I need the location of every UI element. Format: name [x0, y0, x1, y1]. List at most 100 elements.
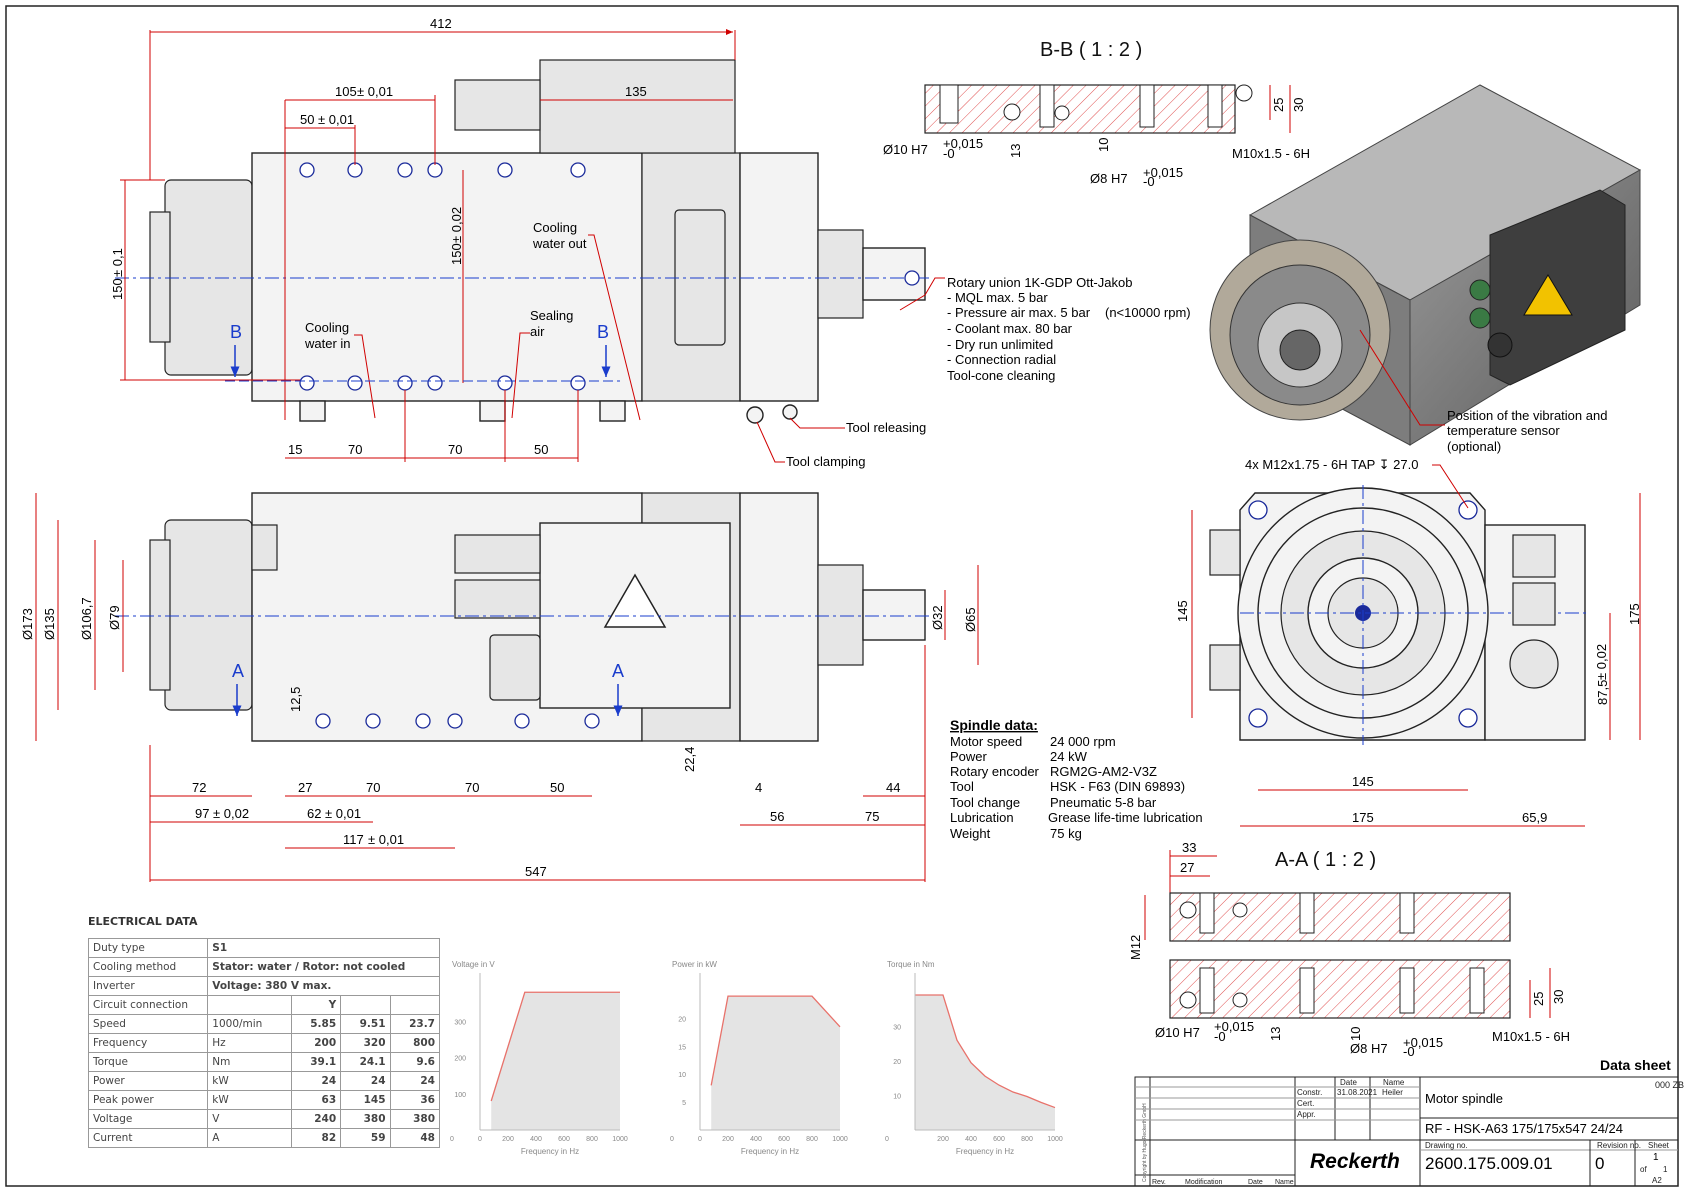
spindle-3d-render — [1209, 84, 1642, 446]
note-tool-releasing: Tool releasing — [846, 420, 926, 435]
table-cell: S1 — [207, 938, 440, 958]
bb-tol-minus: -0 — [943, 146, 955, 161]
front-d145h: 145 — [1352, 774, 1374, 789]
spindle-value-5: Grease life-time lubrication — [1048, 810, 1203, 825]
chart-x-tick: 200 — [502, 1136, 514, 1143]
section-bb: B-B ( 1 : 2 ) 25 30 Ø10 H7 +0,015 -0 13 … — [883, 39, 1310, 189]
chart-x-tick: 800 — [806, 1136, 818, 1143]
rotary-line-3: (n<10000 rpm) — [1105, 305, 1191, 320]
table-cell: Power — [87, 1071, 209, 1091]
tb-rev: Rev. — [1152, 1179, 1166, 1186]
spindle-label-2: Rotary encoder — [950, 764, 1040, 779]
table-cell — [340, 995, 391, 1015]
chart-x-tick: 1000 — [1047, 1136, 1063, 1143]
chart-y-tick: 300 — [454, 1019, 466, 1026]
chart-x-tick: 800 — [1021, 1136, 1033, 1143]
tb-copyright: Copyright by Hugo Reckerth GmbH — [1142, 1103, 1148, 1182]
table-cell: V — [207, 1109, 292, 1129]
bb-d25: 25 — [1271, 98, 1286, 112]
table-cell: 39.1 — [290, 1052, 342, 1072]
table-cell: 24.1 — [340, 1052, 391, 1072]
dim-412: 412 — [430, 16, 452, 31]
dim-50: 50 — [300, 112, 314, 127]
dim-150v: 150 — [449, 243, 464, 265]
dim-70b: 70 — [448, 442, 462, 457]
bot-d117: 117 — [343, 832, 364, 847]
table-cell: 145 — [340, 1090, 391, 1110]
chart-x-tick: 600 — [558, 1136, 570, 1143]
chart-series-line — [915, 994, 1056, 1109]
table-cell: Torque — [87, 1052, 209, 1072]
bot-d32: Ø32 — [930, 605, 945, 630]
aa-d27: 27 — [1180, 860, 1194, 875]
bot-d75: 75 — [865, 809, 879, 824]
chart-y-tick: 5 — [682, 1100, 686, 1107]
chart-ylabel: Torque in Nm — [887, 960, 935, 969]
chart-y-tick: 200 — [454, 1056, 466, 1063]
tb-brand-logo: Reckerth — [1310, 1150, 1400, 1173]
aa-d8-tol-minus: -0 — [1403, 1044, 1415, 1059]
chart-origin-tick: 0 — [670, 1136, 674, 1143]
bot-d224: 22,4 — [682, 747, 697, 772]
front-d87: 87,5 — [1595, 680, 1610, 705]
tb-format: A2 — [1652, 1176, 1662, 1185]
table-cell — [207, 995, 292, 1015]
chart-x-tick: 0 — [698, 1136, 702, 1143]
rotary-line-0: Rotary union 1K-GDP Ott-Jakob — [947, 275, 1132, 290]
tb-revision: 0 — [1595, 1154, 1604, 1173]
tb-sheet: 1 — [1653, 1152, 1659, 1163]
note-cooling-in-2: water in — [304, 336, 351, 351]
spindle-value-2: RGM2G-AM2-V3Z — [1050, 764, 1157, 779]
chart-y-tick: 10 — [678, 1072, 686, 1079]
table-cell: Speed — [87, 1014, 209, 1034]
table-cell: 59 — [340, 1128, 391, 1148]
tb-drawing-h: Drawing no. — [1425, 1141, 1468, 1150]
rotary-line-4: - Coolant max. 80 bar — [947, 321, 1073, 336]
table-cell: 380 — [389, 1109, 441, 1129]
sheet-heading: Data sheet — [1600, 1057, 1671, 1073]
bb-d8-tol-minus: -0 — [1143, 174, 1155, 189]
aa-tol-plus: +0,015 — [1214, 1019, 1254, 1034]
sensor-note: Position of the vibration and temperatur… — [1359, 329, 1607, 454]
note-cooling-out-1: Cooling — [533, 220, 577, 235]
table-cell: 380 — [340, 1109, 391, 1129]
sensor-line-1: temperature sensor — [1447, 423, 1560, 438]
front-dimensions: 4x M12x1.75 - 6H TAP ↧ 27.0 145 175 87,5… — [1175, 457, 1642, 827]
dim-150-tol: ± 0,1 — [110, 248, 125, 277]
table-cell: 24 — [290, 1071, 342, 1091]
rotary-line-6: - Connection radial — [947, 352, 1056, 367]
bot-d70a: 70 — [366, 780, 380, 795]
tb-product: Motor spindle — [1425, 1091, 1503, 1106]
rotary-line-5: - Dry run unlimited — [947, 337, 1053, 352]
chart-area — [711, 996, 840, 1130]
bot-d97-tol: ± 0,02 — [213, 806, 249, 821]
tb-constr: Constr. — [1297, 1088, 1322, 1097]
spindle-label-3: Tool — [950, 779, 974, 794]
tb-sheet-h: Sheet — [1648, 1141, 1670, 1150]
side-notes: Cooling water out Cooling water in Seali… — [225, 220, 926, 469]
bb-d30: 30 — [1291, 98, 1306, 112]
chart-y-tick: 20 — [678, 1016, 686, 1023]
chart-x-tick: 400 — [530, 1136, 542, 1143]
chart-y-tick: 10 — [893, 1093, 901, 1100]
table-cell: 23.7 — [389, 1014, 441, 1034]
section-bb-title: B-B ( 1 : 2 ) — [1040, 39, 1142, 61]
table-cell: Voltage: 380 V max. — [207, 976, 440, 996]
table-cell: 24 — [340, 1071, 391, 1091]
bot-d65: Ø65 — [963, 607, 978, 632]
aa-h7: Ø10 H7 — [1155, 1025, 1200, 1040]
bb-d8-tol-plus: +0,015 — [1143, 165, 1183, 180]
tb-appr: Appr. — [1297, 1110, 1316, 1119]
chart-ylabel: Power in kW — [672, 960, 717, 969]
table-cell: 320 — [340, 1033, 391, 1053]
bot-d117-tol: ± 0,01 — [368, 832, 404, 847]
table-cell: A — [207, 1128, 292, 1148]
spindle-value-1: 24 kW — [1050, 749, 1088, 764]
rotary-line-2: - Pressure air max. 5 bar — [947, 305, 1091, 320]
bot-d173: Ø173 — [20, 608, 35, 640]
